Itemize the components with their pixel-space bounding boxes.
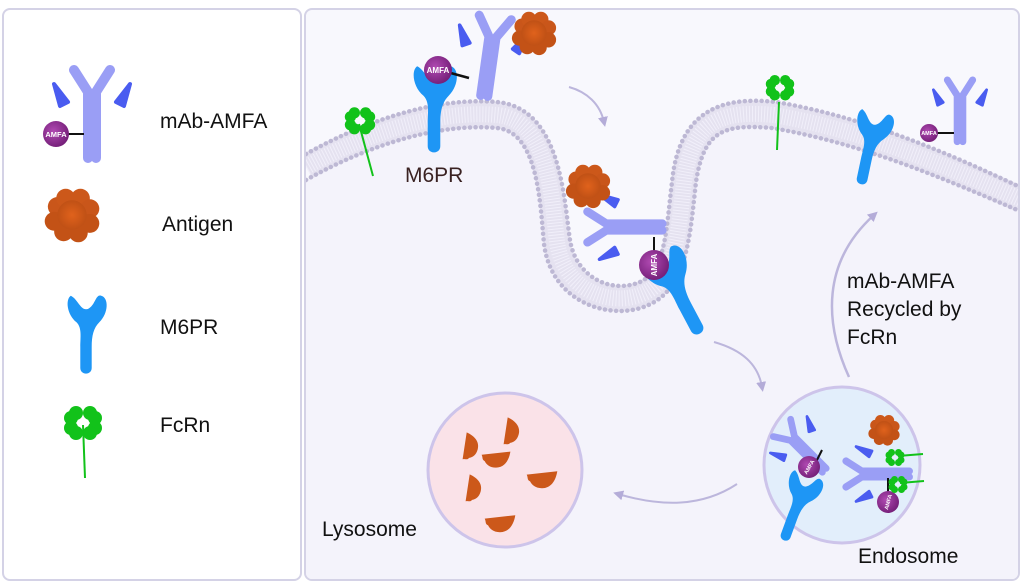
svg-text:AMFA: AMFA <box>650 253 659 276</box>
internalized-antigen <box>565 164 611 209</box>
fcrn-receptor-right <box>765 75 795 151</box>
m6pr-receptor-icon <box>67 295 107 374</box>
internalization-arrow <box>568 86 608 127</box>
to-lysosome-arrow <box>613 483 738 504</box>
label-lysosome: Lysosome <box>322 518 417 541</box>
label-recycled-line1: mAb-AMFA <box>847 270 955 293</box>
label-recycled-line2: Recycled by <box>847 298 962 321</box>
lysosome <box>426 391 584 549</box>
legend-label-fcrn: FcRn <box>160 414 211 437</box>
legend-label-m6pr: M6PR <box>160 316 219 339</box>
fcrn-receptor-left <box>344 107 376 177</box>
endosome: AMFA AMFA <box>764 385 925 547</box>
amfa-conjugate: AMFA <box>424 56 452 84</box>
antibody-amfa-icon: AMFA <box>43 70 130 158</box>
cell-membrane <box>306 98 1018 314</box>
to-endosome-arrow <box>713 341 767 392</box>
antigen-icon <box>44 188 100 243</box>
label-m6pr: M6PR <box>405 164 464 187</box>
legend-panel: AMFA mAb-AMFA Antigen M6PR FcRn <box>2 8 302 581</box>
cytoplasm <box>306 125 1018 579</box>
amfa-badge-text: AMFA <box>45 130 67 139</box>
internalized-amfa: AMFA <box>639 250 669 280</box>
recycling-arrow <box>830 211 878 378</box>
label-recycled: mAb-AMFA Recycled by FcRn <box>847 268 961 352</box>
label-recycled-line3: FcRn <box>847 326 898 349</box>
svg-text:AMFA: AMFA <box>427 66 450 75</box>
label-endosome: Endosome <box>858 545 959 568</box>
legend-label-mab-amfa: mAb-AMFA <box>160 110 268 133</box>
diagram-panel: AMFA AMFA AMFA <box>304 8 1020 581</box>
svg-text:AMFA: AMFA <box>921 131 937 137</box>
diagram-graphics: AMFA AMFA AMFA <box>306 10 1018 579</box>
recycled-amfa: AMFA <box>920 124 938 142</box>
fcrn-clover-icon <box>64 406 102 479</box>
legend-label-antigen: Antigen <box>162 213 234 236</box>
svg-text:AMFA: AMFA <box>884 494 894 511</box>
legend-graphics: AMFA <box>43 10 304 479</box>
